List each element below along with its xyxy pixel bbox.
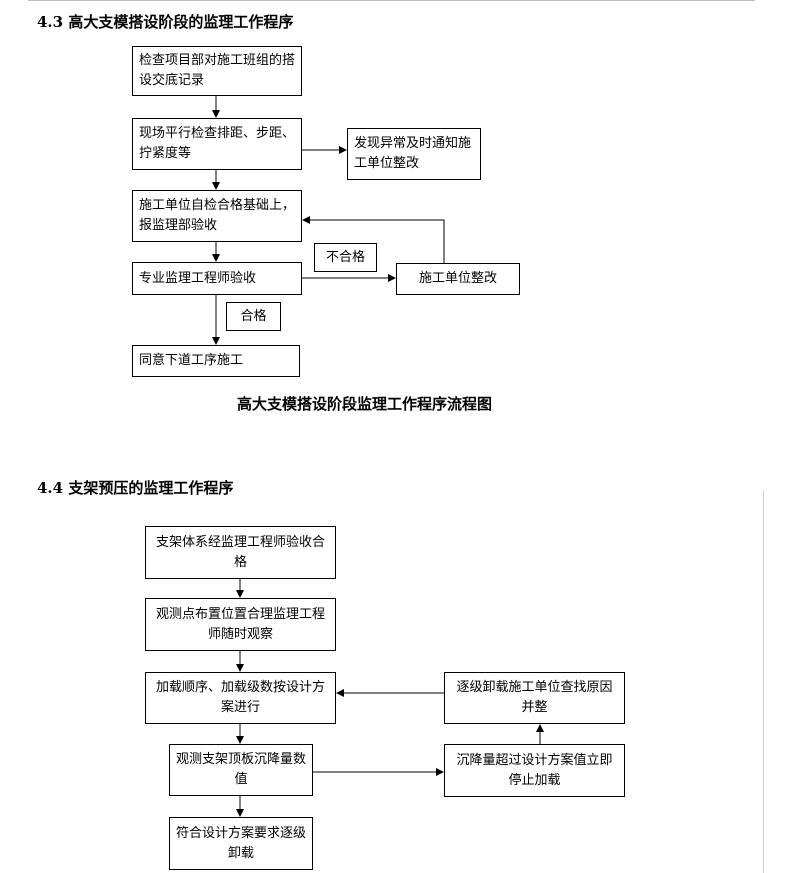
- flow-box-text: 沉降量超过设计方案值立即停止加载: [456, 752, 613, 788]
- flow-box-parallel-inspection: 现场平行检查排距、步距、拧紧度等: [132, 118, 302, 170]
- flow-box-contractor-rectify: 施工单位整改: [396, 263, 520, 295]
- flow-box-self-check: 施工单位自检合格基础上，报监理部验收: [132, 190, 302, 242]
- flow-box-stepwise-unload-investigate: 逐级卸载施工单位查找原因并整: [444, 672, 625, 724]
- flow-box-support-accepted: 支架体系经监理工程师验收合格: [145, 526, 336, 579]
- right-margin-rule: [763, 490, 764, 873]
- flow-box-text: 施工单位自检合格基础上，报监理部验收: [139, 198, 296, 233]
- flow-box-observation-points: 观测点布置位置合理监理工程师随时观察: [145, 598, 336, 651]
- flow-box-stop-loading: 沉降量超过设计方案值立即停止加载: [444, 744, 625, 797]
- flow-box-text: 检查项目部对施工班组的搭设交底记录: [139, 53, 296, 88]
- flow-box-text: 观测点布置位置合理监理工程师随时观察: [155, 606, 325, 642]
- flow-box-text: 加载顺序、加载级数按设计方案进行: [155, 680, 325, 715]
- flow-box-loading-sequence: 加载顺序、加载级数按设计方案进行: [145, 672, 336, 724]
- flow-box-engineer-acceptance: 专业监理工程师验收: [132, 262, 302, 295]
- flow-box-text: 发现异常及时通知施工单位整改: [354, 136, 472, 171]
- label-text: 合格: [240, 308, 267, 324]
- flow-box-text: 逐级卸载施工单位查找原因并整: [456, 680, 613, 715]
- section-heading-4-3: 4.3 高大支模搭设阶段的监理工作程序: [37, 13, 294, 31]
- flow-box-next-process: 同意下道工序施工: [132, 345, 300, 377]
- section-heading-4-4: 4.4 支架预压的监理工作程序: [37, 479, 234, 497]
- flowchart-caption: 高大支模搭设阶段监理工作程序流程图: [237, 395, 493, 413]
- flow-box-text: 现场平行检查排距、步距、拧紧度等: [139, 126, 296, 161]
- flow-box-text: 支架体系经监理工程师验收合格: [155, 534, 325, 570]
- top-rule: [28, 0, 755, 1]
- flow-box-text: 专业监理工程师验收: [139, 270, 257, 286]
- flow-label-fail: 不合格: [314, 243, 377, 272]
- flow-box-text: 施工单位整改: [418, 271, 497, 286]
- flow-box-settlement-observe: 观测支架顶板沉降量数值: [169, 744, 313, 796]
- flow-box-text: 观测支架顶板沉降量数值: [176, 752, 307, 787]
- arrow-b6-b4: [302, 216, 445, 263]
- label-text: 不合格: [325, 249, 365, 265]
- flow-box-check-briefing: 检查项目部对施工班组的搭设交底记录: [132, 46, 302, 96]
- flow-box-notify-rectify: 发现异常及时通知施工单位整改: [347, 128, 481, 180]
- flow-box-text: 符合设计方案要求逐级卸载: [176, 825, 307, 861]
- flow-label-pass: 合格: [226, 302, 281, 331]
- flow-box-text: 同意下道工序施工: [139, 353, 244, 368]
- flow-box-unload-stepwise: 符合设计方案要求逐级卸载: [169, 817, 313, 870]
